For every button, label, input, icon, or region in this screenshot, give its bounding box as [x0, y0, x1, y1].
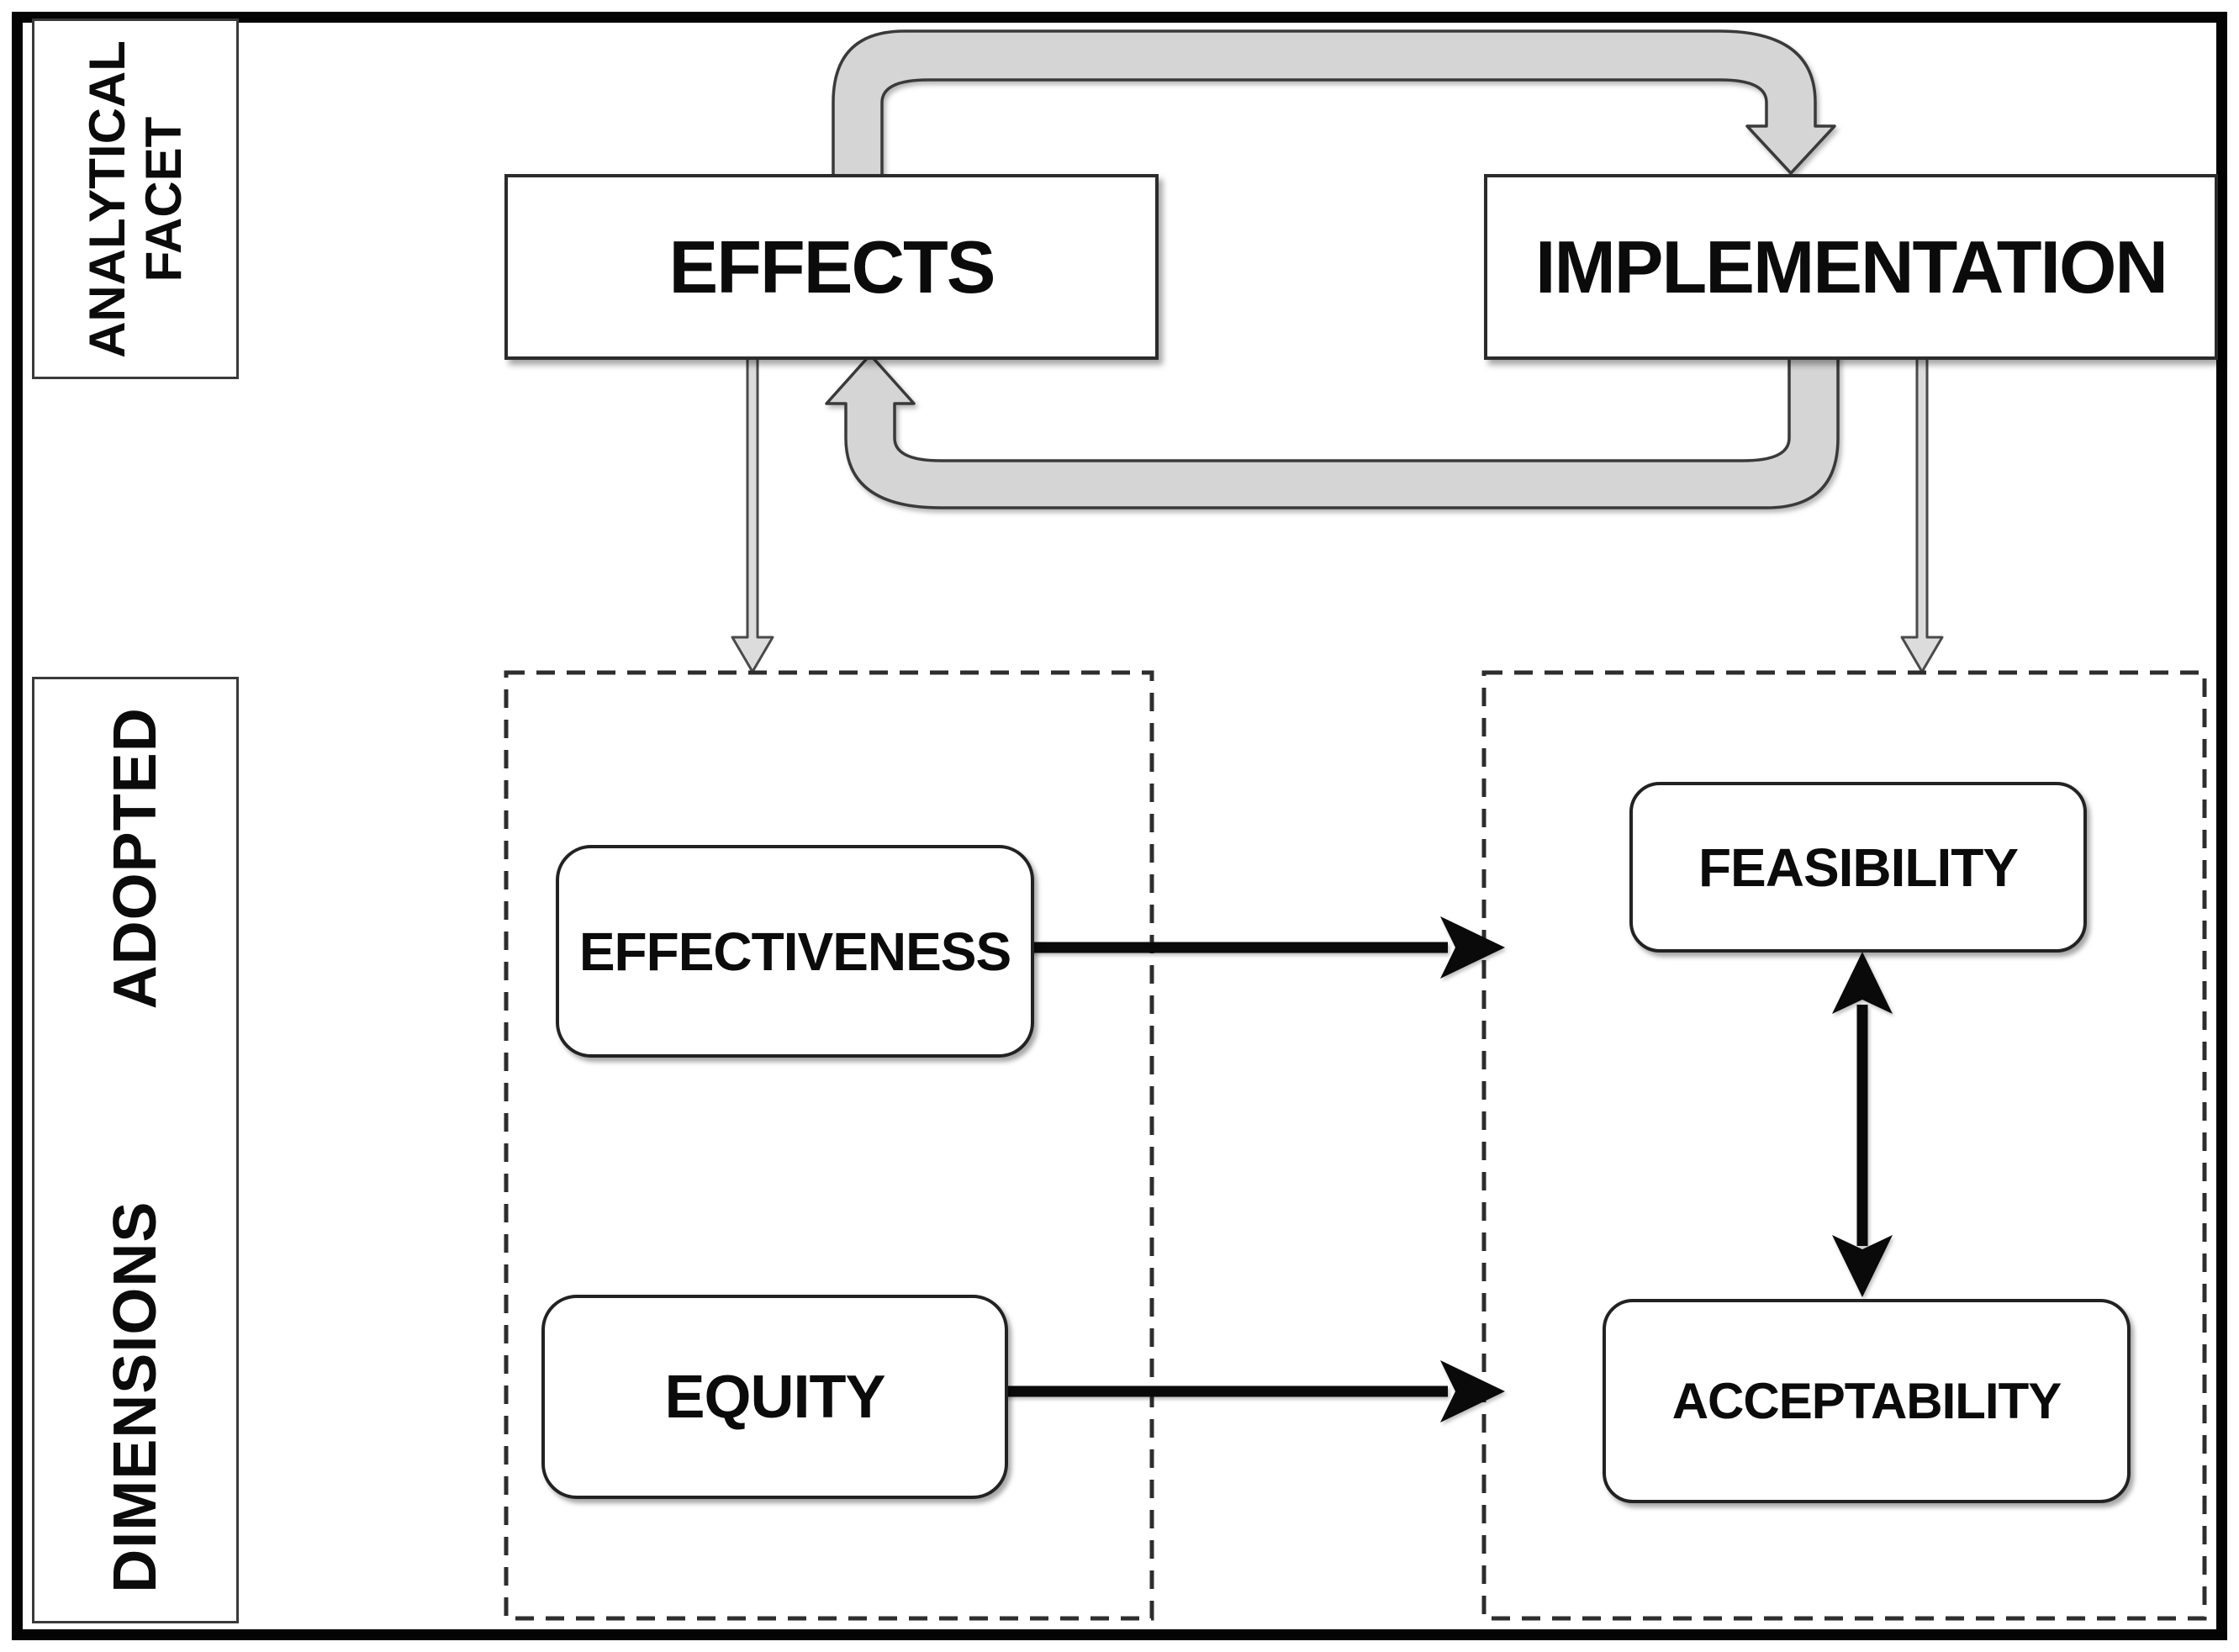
effects-dimensions-group-border — [504, 670, 1154, 1621]
row-label-analytical-facet: ANALYTICAL FACET — [32, 18, 239, 379]
feedback-pipe-implementation-to-effects-icon — [825, 330, 1840, 509]
equity-to-acceptability-arrow-head-icon — [1440, 1360, 1505, 1422]
row-label-dimensions-adopted: DIMENSIONS ADOPTED — [32, 677, 239, 1623]
double-arrow-up-head-icon — [1832, 952, 1893, 1014]
equity-node: EQUITY — [541, 1295, 1008, 1499]
effectiveness-to-feasibility-arrow-head-icon — [1440, 916, 1505, 979]
effectiveness-node: EFFECTIVENESS — [556, 845, 1034, 1058]
feasibility-node: FEASIBILITY — [1629, 782, 2087, 953]
feedback-pipe-effects-to-implementation-icon — [832, 29, 1836, 197]
effects-to-dimensions-arrow-icon — [731, 351, 774, 673]
implementation-dimensions-group-border — [1481, 670, 2207, 1621]
analytical-facet-text: ANALYTICAL FACET — [78, 40, 192, 358]
implementation-to-dimensions-arrow-icon — [1900, 351, 1944, 673]
double-arrow-down-head-icon — [1832, 1235, 1893, 1297]
acceptability-node: ACCEPTABILITY — [1603, 1299, 2131, 1503]
effects-box: EFFECTS — [504, 174, 1159, 360]
implementation-box: IMPLEMENTATION — [1484, 174, 2218, 360]
dimensions-adopted-text: DIMENSIONS ADOPTED — [102, 707, 169, 1593]
